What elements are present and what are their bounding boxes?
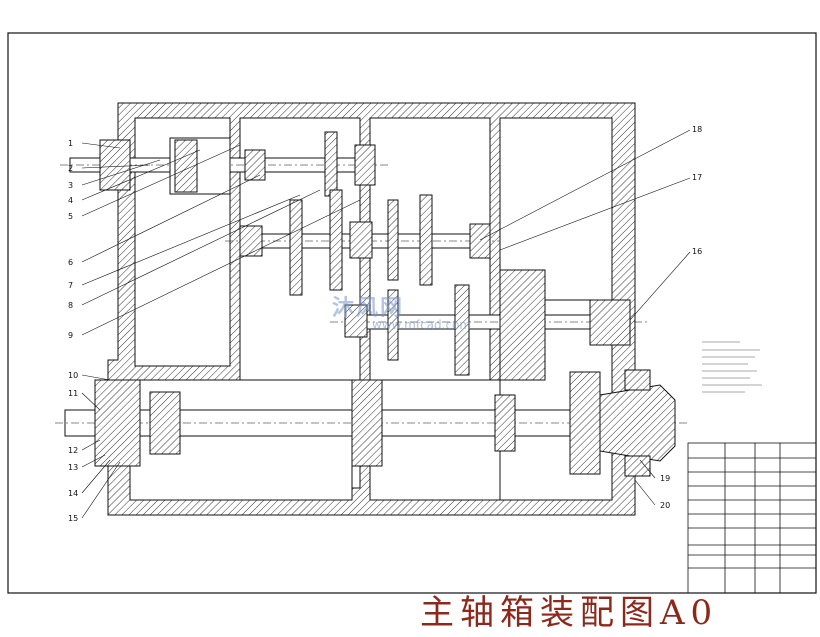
balloon-label: 11 bbox=[68, 389, 78, 398]
balloon-label: 18 bbox=[692, 125, 702, 134]
balloon-label: 1 bbox=[68, 139, 73, 148]
shaft-3 bbox=[330, 269, 650, 381]
drawing-caption: 主轴箱装配图A0 bbox=[420, 593, 719, 633]
main-spindle bbox=[55, 369, 690, 477]
balloon-label: 4 bbox=[68, 196, 73, 205]
balloon-label: 2 bbox=[68, 164, 73, 173]
shaft-1 bbox=[60, 131, 390, 197]
balloon-label: 16 bbox=[692, 247, 702, 256]
balloon-label: 14 bbox=[68, 489, 78, 498]
balloon-label: 3 bbox=[68, 181, 73, 190]
balloon-label: 10 bbox=[68, 371, 78, 380]
shaft-2 bbox=[225, 189, 500, 296]
balloon-label: 8 bbox=[68, 301, 73, 310]
balloon-label: 5 bbox=[68, 212, 73, 221]
balloon-labels-right: 18 17 16 19 20 bbox=[660, 125, 702, 510]
balloon-label: 6 bbox=[68, 258, 73, 267]
watermark-text: 沐风网 bbox=[332, 296, 405, 321]
technical-notes bbox=[702, 341, 762, 393]
balloon-label: 13 bbox=[68, 463, 78, 472]
leaders-left bbox=[81, 142, 361, 519]
balloon-label: 15 bbox=[68, 514, 78, 523]
sheet-border bbox=[7, 32, 817, 594]
title-block bbox=[687, 442, 817, 594]
balloon-label: 7 bbox=[68, 281, 73, 290]
balloon-label: 17 bbox=[692, 173, 702, 182]
balloon-label: 20 bbox=[660, 501, 670, 510]
balloon-label: 9 bbox=[68, 331, 73, 340]
balloon-label: 19 bbox=[660, 474, 670, 483]
leaders-right bbox=[479, 129, 691, 506]
balloon-label: 12 bbox=[68, 446, 78, 455]
watermark-url: www.mfcad.com bbox=[372, 318, 472, 332]
